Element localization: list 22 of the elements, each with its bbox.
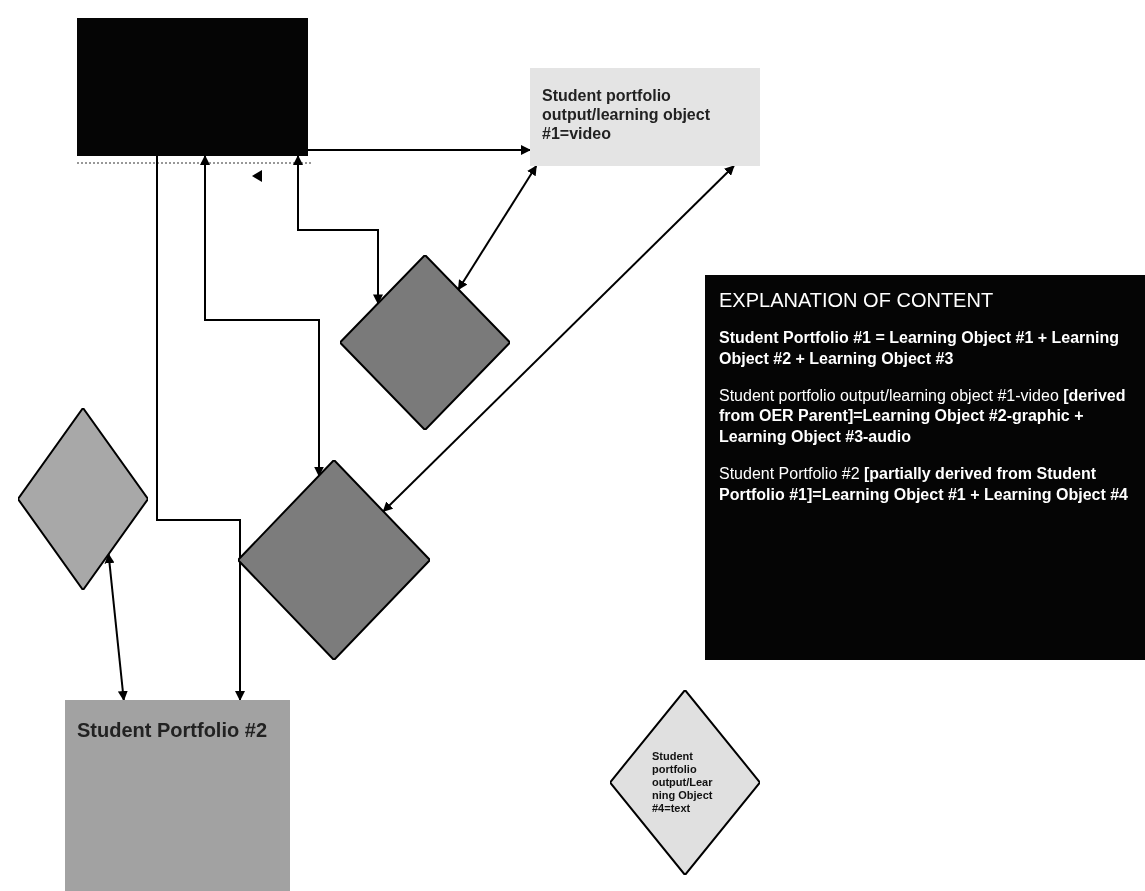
arrow <box>457 165 538 291</box>
arrow <box>307 145 531 155</box>
explanation-text: Student portfolio output/learning object #1-video [derived from OER Parent]=Learning Object #2-graphic + Learning Object #3-audio <box>719 385 1127 448</box>
process-box <box>77 18 308 156</box>
box-label: Student portfolio output/learning object #1=video <box>542 86 711 144</box>
decision-diamond <box>610 690 760 875</box>
process-box <box>530 68 760 166</box>
explanation-text: Student Portfolio #2 [partially derived from Student Portfolio #1]=Learning Object #1 + Learning Object #4 <box>719 464 1129 505</box>
arrow <box>293 155 383 305</box>
diamond-label: Student portfolio output/Learning Object #4=text <box>652 749 714 816</box>
decision-diamond <box>18 408 148 590</box>
arrow <box>104 553 128 701</box>
decision-diamond <box>340 255 510 430</box>
process-box <box>65 700 290 891</box>
panel-heading: EXPLANATION OF CONTENT <box>719 289 995 312</box>
arrow <box>156 155 245 701</box>
box-label: Student Portfolio #2 <box>77 718 268 742</box>
decision-diamond <box>238 460 430 660</box>
explanation-panel <box>705 275 1145 660</box>
explanation-text: Student Portfolio #1 = Learning Object #1 + Learning Object #2 + Learning Object #3 <box>719 328 1121 369</box>
arrow <box>382 165 735 513</box>
arrow <box>200 155 324 477</box>
